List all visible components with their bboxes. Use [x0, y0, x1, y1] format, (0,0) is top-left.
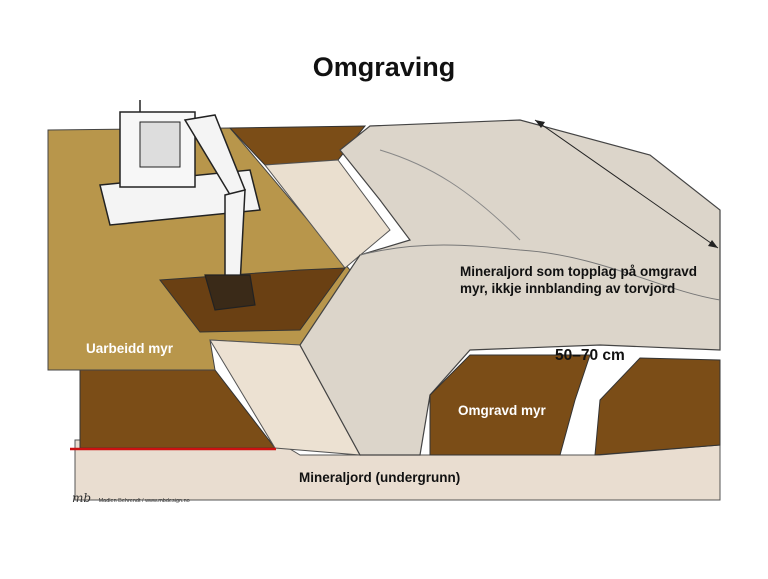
- worked-peat-profile-2: [595, 358, 720, 455]
- worked-peat-label: Omgravd myr: [458, 402, 546, 419]
- subsoil-label: Mineraljord (undergrunn): [299, 469, 460, 486]
- credit-text: Madlen Behrendt / www.mbdesign.no: [99, 498, 190, 504]
- mb-logo: mb: [72, 491, 91, 505]
- unworked-peat-label: Uarbeidd myr: [86, 340, 173, 357]
- thickness-label: 50–70 cm: [555, 347, 625, 364]
- topsoil-label: Mineraljord som topplag på omgravd myr, …: [460, 263, 705, 297]
- credit: mb Madlen Behrendt / www.mbdesign.no: [72, 491, 190, 505]
